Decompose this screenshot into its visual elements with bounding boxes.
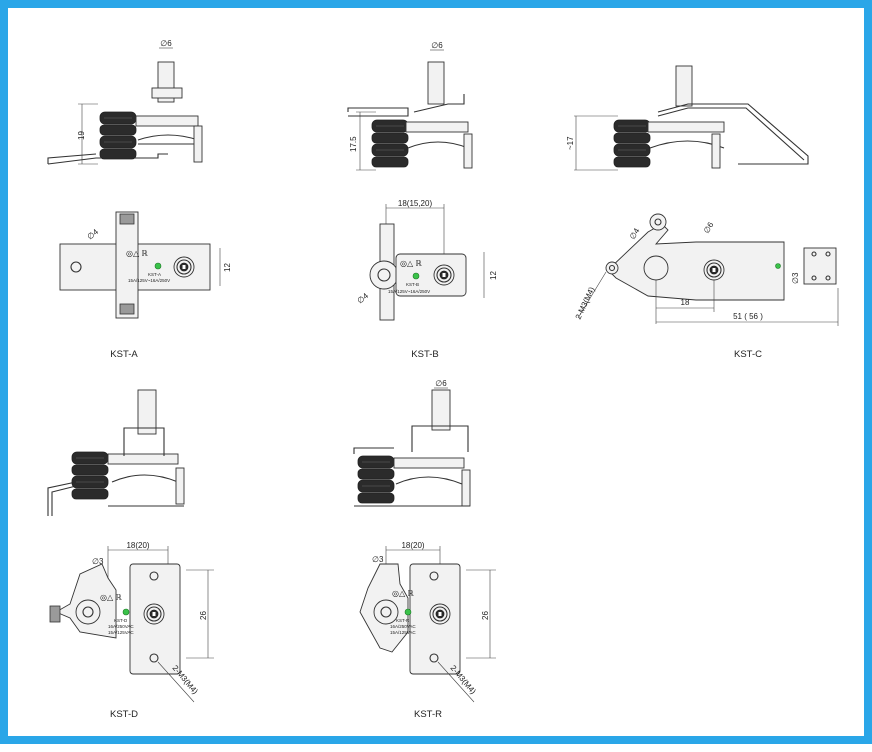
kst-r-mark-rating-1: 16A/250VAC: [390, 624, 416, 629]
kst-d-plan-dim-hole: ∅3: [92, 557, 104, 566]
kst-a-plan-view: KST-A 15A/125V~16A/250V ◎△ ℝ 12 ∅4 KST-A: [59, 211, 232, 360]
kst-b-caption: KST-B: [411, 349, 438, 360]
kst-b-approval-marks: ◎△ ℝ: [400, 259, 422, 268]
kst-r-side-view: ∅6: [353, 379, 471, 507]
kst-a-side-dim: 19: [77, 131, 86, 140]
kst-c-plan-dim-hole: ∅4: [628, 226, 642, 241]
kst-d-side-view: [47, 389, 185, 516]
kst-a-mark-rating: 15A/125V~16A/250V: [128, 278, 170, 283]
kst-c-plan-dim-screws: 2-M3(M4): [574, 285, 597, 321]
kst-r-shaft-diameter: ∅6: [435, 379, 447, 388]
kst-r-plan-dim-screws: 2-M3(M4): [448, 664, 477, 697]
kst-d-plan-dim-screws: 2-M3(M4): [170, 664, 199, 697]
kst-b-plan-dim-width: 18(15,20): [398, 199, 433, 208]
kst-c-side-view: ~17: [566, 65, 809, 171]
kst-c-plan-dim-shaft: ∅6: [702, 220, 716, 235]
kst-r-plan-view: 18(20) ∅3 ◎△ ℝ KST-R 16A/250VAC 15A/125V…: [359, 541, 496, 720]
kst-d-plan-dim-width: 18(20): [126, 541, 149, 550]
kst-c-side-dim: ~17: [566, 136, 575, 150]
kst-r-plan-dim-height: 26: [481, 611, 490, 620]
kst-c-plan-dim-pitch: 18: [681, 298, 690, 307]
kst-d-caption: KST-D: [110, 709, 138, 720]
kst-a-shaft-diameter: ∅6: [160, 39, 172, 48]
kst-a-approval-marks: ◎△ ℝ: [126, 249, 148, 258]
kst-d-mark-rating-2: 15A/125VAC: [108, 630, 134, 635]
kst-b-mark-rating: 15A/125V~16A/250V: [388, 289, 430, 294]
kst-a-plan-dim-hole: ∅4: [86, 227, 101, 242]
kst-r-caption: KST-R: [414, 709, 442, 720]
kst-c-plan-dim-terminal: ∅3: [791, 272, 800, 284]
kst-b-shaft-diameter: ∅6: [431, 41, 443, 50]
kst-a-plan-dim-height: 12: [223, 263, 232, 272]
kst-d-approval-marks: ◎△ ℝ: [100, 593, 122, 602]
kst-c-caption: KST-C: [734, 349, 762, 360]
kst-c-plan-dim-length: 51 ( 56 ): [733, 312, 763, 321]
kst-b-plan-dim-hole: ∅4: [356, 291, 371, 306]
kst-b-plan-dim-height: 12: [489, 271, 498, 280]
kst-a-caption: KST-A: [110, 349, 138, 360]
thermostat-drawings: 19 ∅6 KST-A 15A/125V~16A/250V ◎△ ℝ 12 ∅4…: [47, 39, 839, 720]
kst-b-side-dim: 17.5: [349, 136, 358, 152]
kst-r-mark-rating-2: 15A/125VAC: [390, 630, 416, 635]
kst-d-mark-rating-1: 16A/250VAC: [108, 624, 134, 629]
kst-b-side-view: 17.5 ∅6: [347, 41, 473, 171]
kst-a-mark-model: KST-A: [148, 272, 161, 277]
kst-a-side-view: 19 ∅6: [47, 39, 203, 165]
kst-d-plan-view: 18(20) ∅3 ◎△ ℝ KST-D 16A/250VAC 15A/125V…: [49, 541, 214, 720]
kst-c-plan-view: ∅4 ∅6 ∅3 18 51 ( 56 ) 2-M3(M4) KST-C: [574, 213, 839, 360]
kst-r-approval-marks: ◎△ ℝ: [392, 589, 414, 598]
kst-r-mark-model: KST-R: [396, 618, 410, 623]
kst-r-plan-dim-width: 18(20): [401, 541, 424, 550]
kst-b-plan-view: 18(15,20) ◎△ ℝ KST-B 15A/125V~16A/250V 1…: [356, 199, 498, 360]
kst-r-plan-dim-hole: ∅3: [372, 555, 384, 564]
kst-d-plan-dim-height: 26: [199, 611, 208, 620]
kst-b-mark-model: KST-B: [406, 282, 419, 287]
kst-d-mark-model: KST-D: [114, 618, 128, 623]
